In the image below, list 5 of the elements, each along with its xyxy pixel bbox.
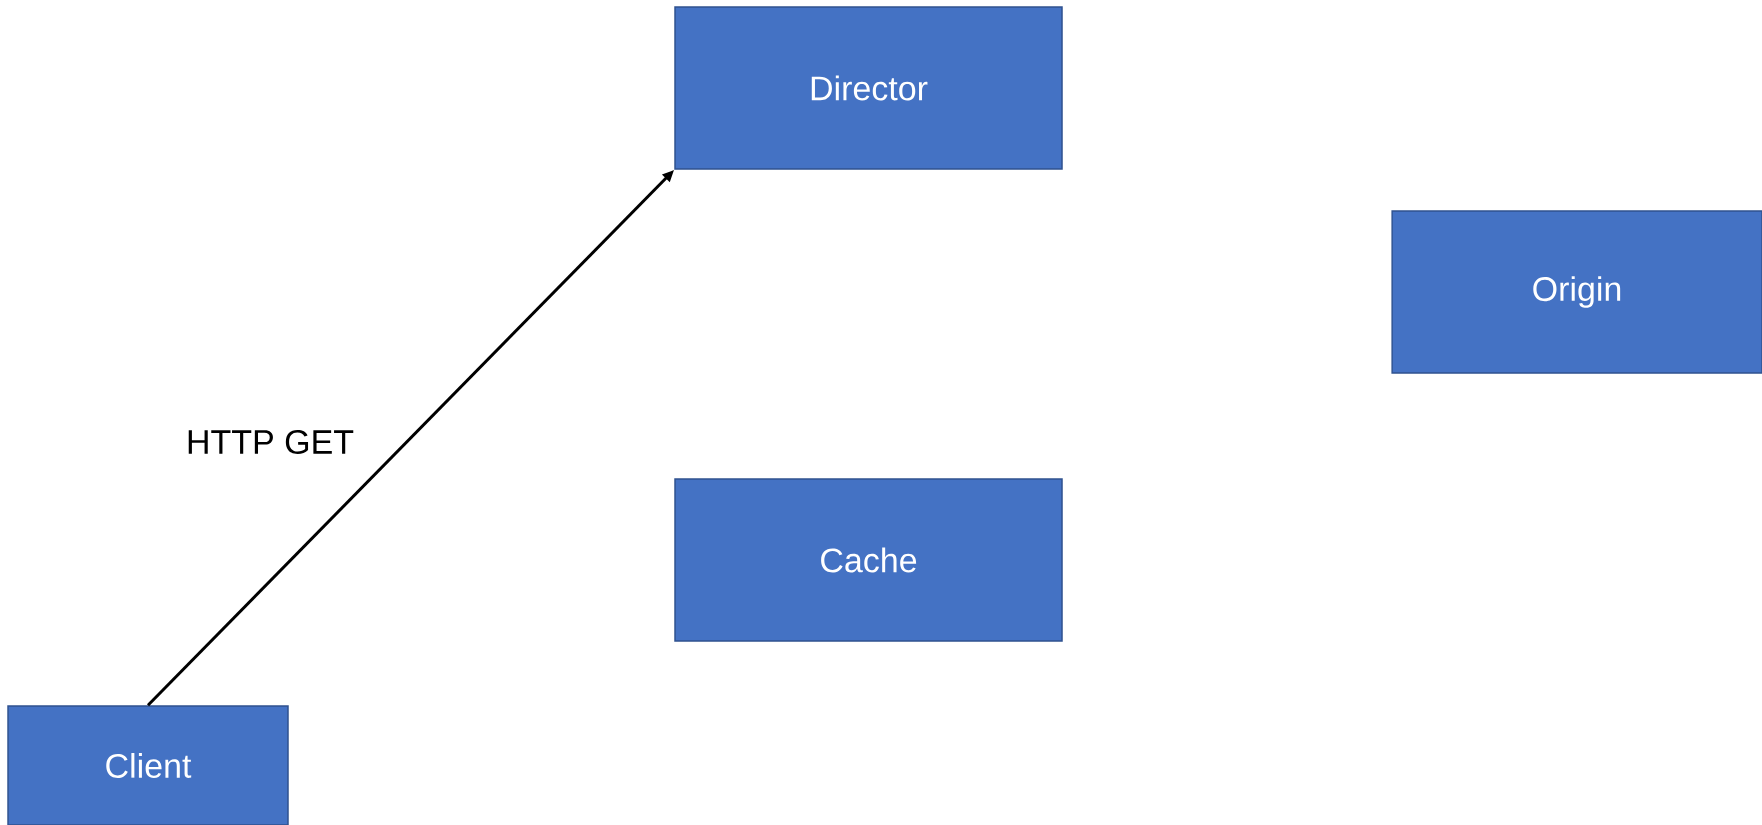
process-box: Origin [1391,210,1762,374]
process-box: Cache [674,478,1063,642]
edge-label: HTTP GET [183,427,357,457]
process-box: Director [674,6,1063,170]
process-box: Client [7,705,289,825]
